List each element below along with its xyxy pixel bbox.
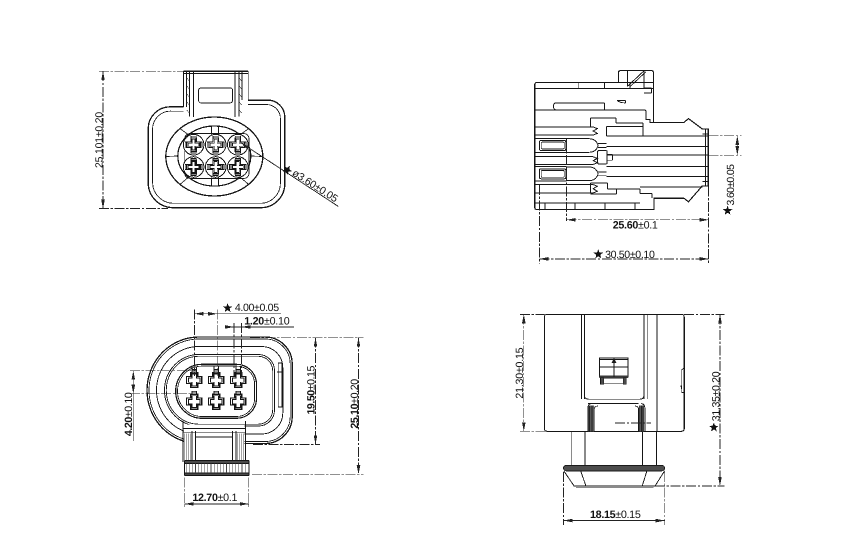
svg-text:1.20: 1.20 [244,315,264,327]
svg-text:31.35±0.20: 31.35±0.20 [711,371,723,421]
svg-text:25.60: 25.60 [613,219,639,231]
svg-text:3.60±0.05: 3.60±0.05 [726,164,737,206]
svg-text:30.50±0.10: 30.50±0.10 [605,249,655,261]
svg-text:4.20±0.10: 4.20±0.10 [123,392,135,436]
svg-text:25.101±0.20: 25.101±0.20 [95,112,106,168]
svg-text:±0.1: ±0.1 [218,492,238,504]
svg-text:±0.1: ±0.1 [638,219,658,231]
svg-text:25.10±0.20: 25.10±0.20 [349,379,361,429]
svg-text:21.30±0.15: 21.30±0.15 [514,347,526,398]
svg-text:12.70: 12.70 [192,492,218,504]
svg-text:4.00±0.05: 4.00±0.05 [235,302,279,314]
svg-text:±0.10: ±0.10 [264,315,290,327]
svg-text:18.15: 18.15 [590,509,616,521]
svg-text:±0.15: ±0.15 [615,509,641,521]
svg-text:19.50±0.15: 19.50±0.15 [306,366,318,415]
